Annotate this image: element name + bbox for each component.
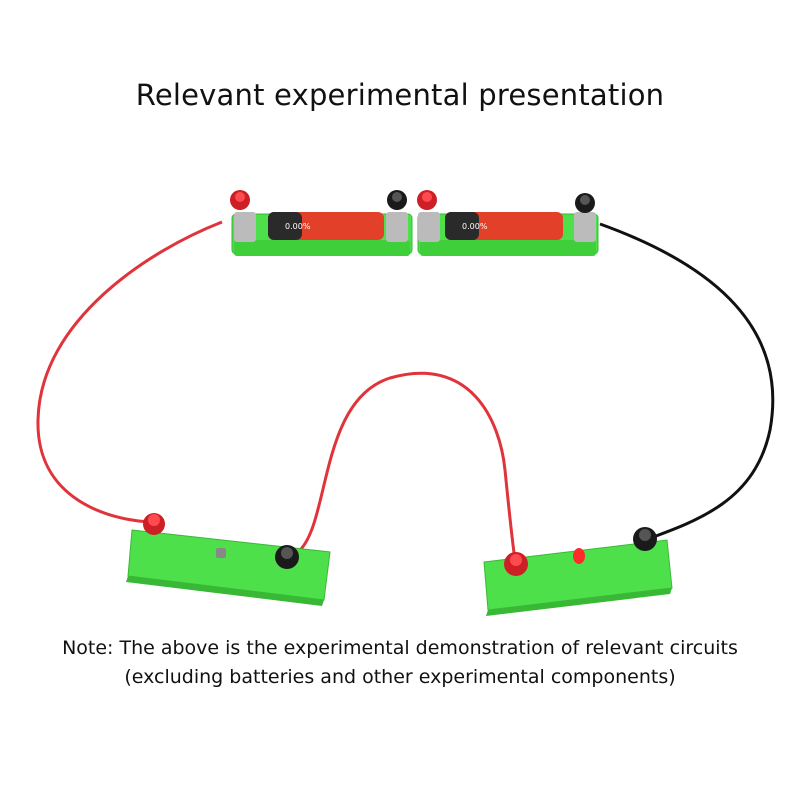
battery-holder-left: 0.00%: [230, 190, 413, 256]
base-board-right: [483, 527, 673, 616]
black-wire-right: [599, 222, 775, 542]
battery-holder-right: 0.00%: [417, 190, 599, 256]
led-bulb: [573, 548, 585, 564]
page-title: Relevant experimental presentation: [135, 78, 665, 112]
note-line-1: Note: The above is the experimental demo…: [62, 637, 738, 659]
base-board-left: [126, 513, 331, 606]
battery-right-label: 0.00%: [462, 222, 488, 231]
switch-component: [216, 548, 226, 558]
battery-left-label: 0.00%: [285, 222, 311, 231]
note-line-2: (excluding batteries and other experimen…: [124, 666, 676, 688]
red-wire-middle: [298, 371, 517, 561]
note-caption: Note: The above is the experimental demo…: [0, 634, 800, 692]
red-wire-left: [36, 220, 223, 524]
